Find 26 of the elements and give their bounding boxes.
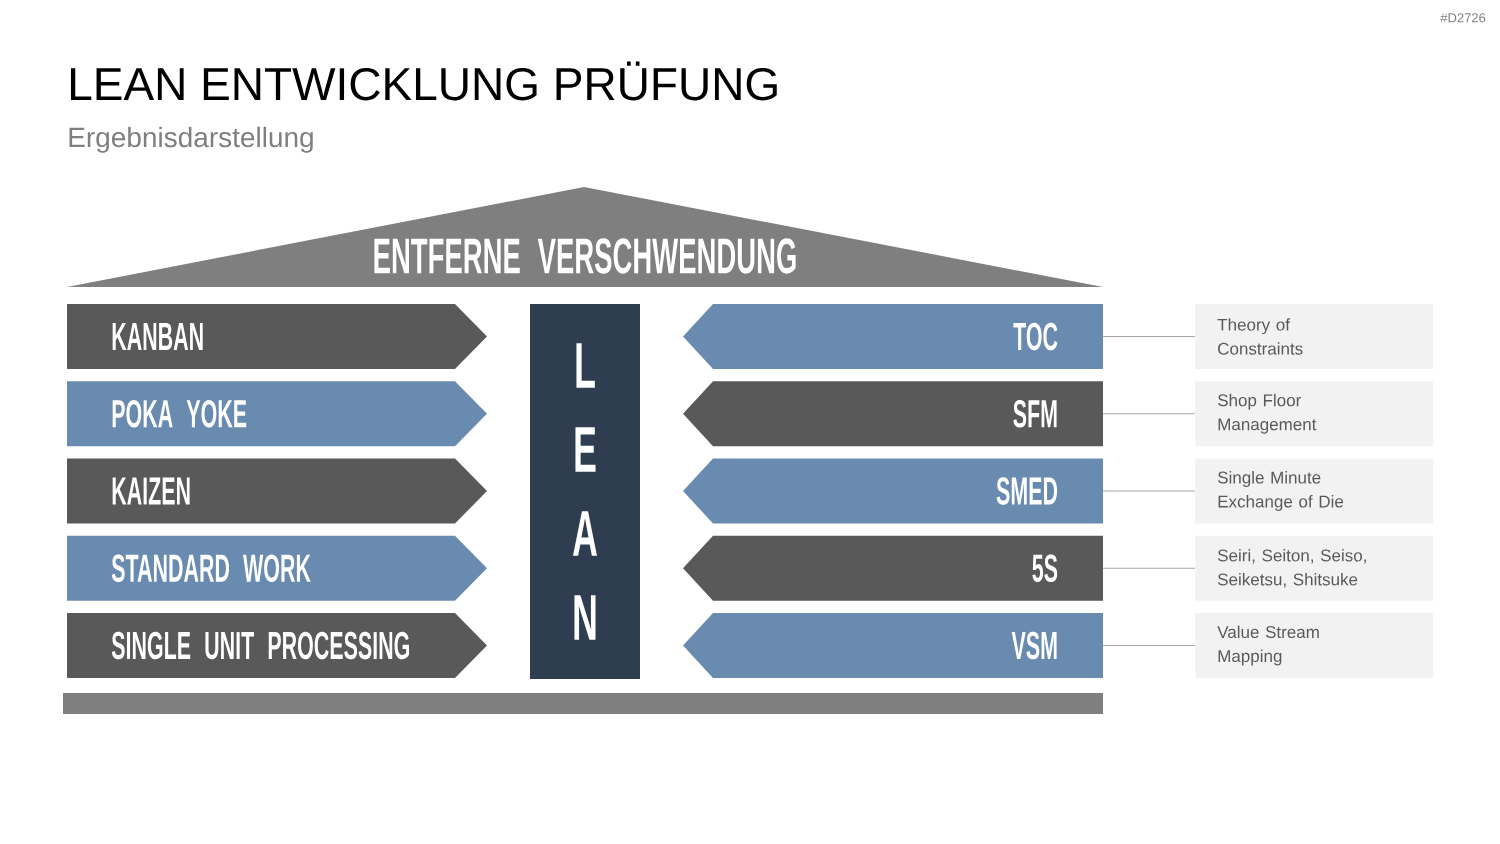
arrow-banner: SFM (683, 381, 1103, 447)
connector-line (1102, 644, 1196, 647)
title: LEAN ENTWICKLUNG PRÜFUNG (71, 61, 777, 101)
slide-number: #D2726 (1440, 13, 1486, 23)
description-box: Shop Floor Management (1195, 381, 1434, 447)
subtitle: Ergebnisdarstellung (69, 126, 313, 153)
arrow-banner: KAIZEN (67, 458, 487, 524)
base-bar (63, 693, 1103, 714)
arrow-banner: SMED (683, 458, 1103, 524)
arrow-banner: 5S (683, 535, 1103, 601)
connector-line (1102, 567, 1196, 569)
description-box: Single Minute Exchange of Die (1195, 458, 1434, 524)
connector-line (1102, 335, 1196, 338)
description-box: Theory of Constraints (1195, 304, 1434, 369)
connector-line (1102, 413, 1196, 415)
description-box: Value Stream Mapping (1195, 613, 1434, 678)
arrow-banner: VSM (683, 613, 1103, 678)
pillar-box: L E A N (530, 304, 640, 679)
description-box: Seiri, Seiton, Seiso, Seiketsu, Shitsuke (1195, 535, 1434, 601)
arrow-banner: POKA YOKE (67, 381, 487, 447)
arrow-banner: SINGLE UNIT PROCESSING (67, 613, 487, 678)
arrow-banner: STANDARD WORK (67, 535, 487, 601)
connector-line (1102, 490, 1196, 492)
arrow-banner: KANBAN (67, 304, 487, 369)
roof-triangle: ENTFERNE VERSCHWENDUNG (67, 187, 1103, 287)
arrow-banner: TOC (683, 304, 1103, 369)
